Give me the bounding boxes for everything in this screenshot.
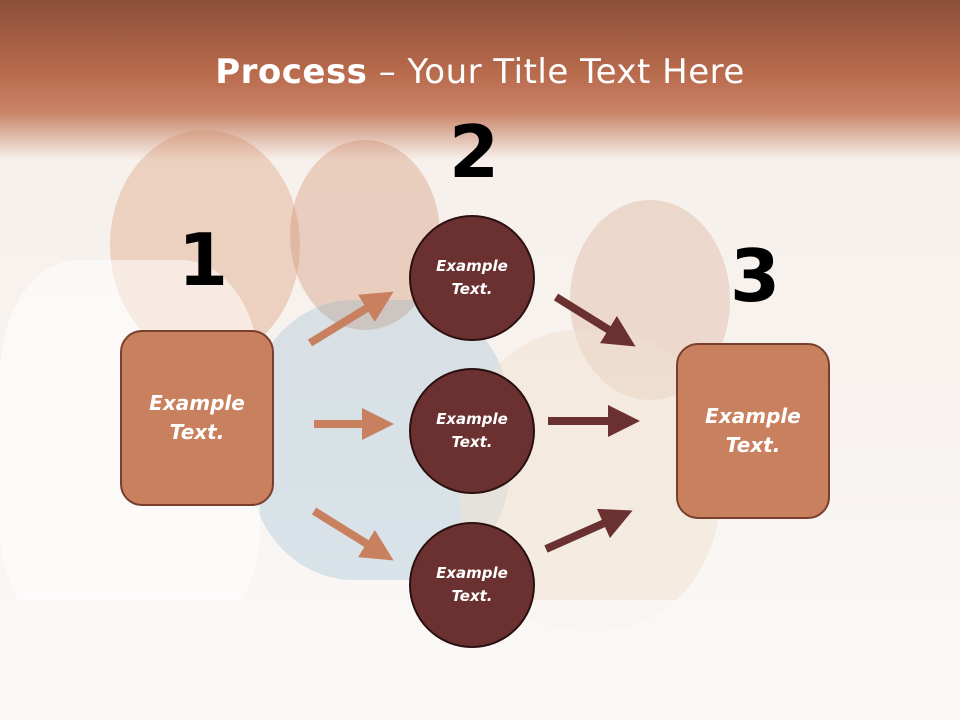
- step-number-2: 2: [449, 110, 500, 194]
- step-2-circle-bottom[interactable]: Example Text.: [409, 522, 535, 648]
- header-band: [0, 0, 960, 160]
- arrow-1-to-circle-top: [307, 291, 394, 347]
- title-bold: Process: [215, 52, 368, 92]
- arrow-circle-top-to-3: [553, 293, 636, 347]
- circle-middle-label-line1: Example: [436, 410, 508, 428]
- step-3-label-line1: Example: [705, 404, 801, 428]
- step-3-box[interactable]: Example Text.: [676, 343, 830, 519]
- step-1-label-line2: Text.: [169, 420, 225, 444]
- step-2-circle-middle[interactable]: Example Text.: [409, 368, 535, 494]
- circle-middle-label-line2: Text.: [451, 433, 493, 451]
- circle-bottom-label-line1: Example: [436, 564, 508, 582]
- title-rest: – Your Title Text Here: [367, 52, 745, 92]
- step-number-3: 3: [730, 234, 781, 318]
- slide-title: Process – Your Title Text Here: [0, 52, 960, 92]
- circle-top-label-line1: Example: [436, 257, 508, 275]
- step-2-circle-top[interactable]: Example Text.: [409, 215, 535, 341]
- step-1-label-line1: Example: [149, 391, 245, 415]
- arrow-1-to-circle-bottom: [311, 507, 394, 561]
- circle-bottom-label-line2: Text.: [451, 587, 493, 605]
- arrow-circle-bottom-to-3: [544, 508, 633, 553]
- step-1-box[interactable]: Example Text.: [120, 330, 274, 506]
- step-3-label-line2: Text.: [725, 433, 781, 457]
- circle-top-label-line2: Text.: [451, 280, 493, 298]
- step-number-1: 1: [178, 218, 229, 302]
